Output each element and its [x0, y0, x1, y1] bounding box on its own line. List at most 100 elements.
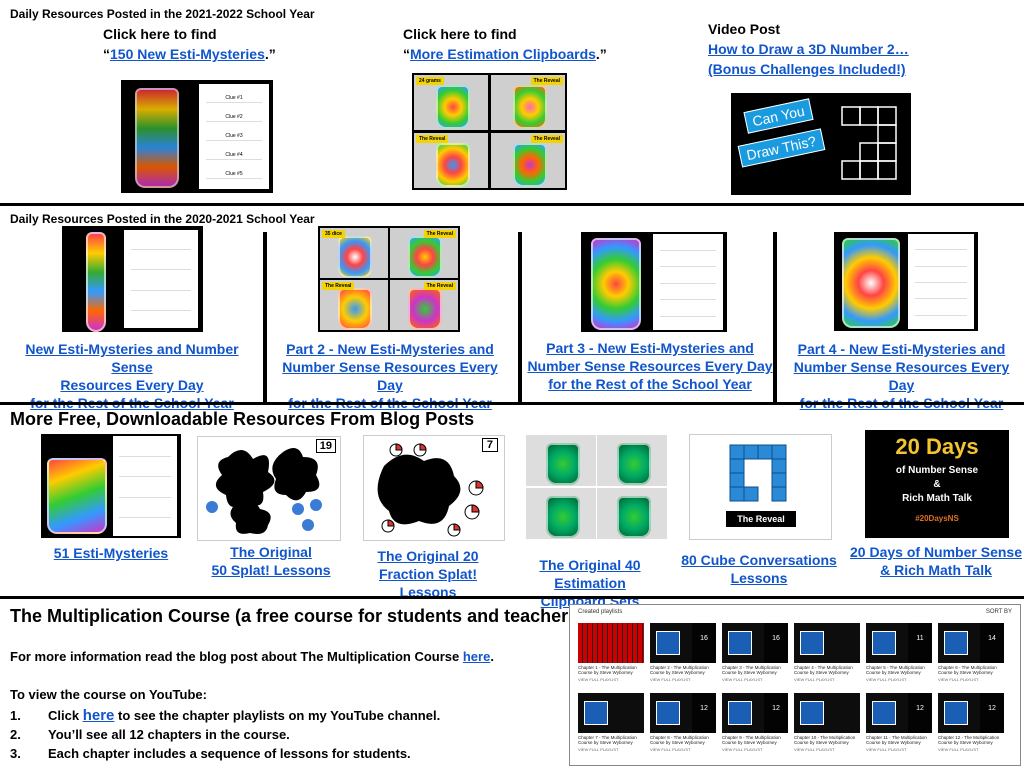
playlist-card[interactable]: Chapter 10 - The Multiplication Course b… [794, 693, 860, 755]
youtube-playlists-link[interactable]: here [82, 707, 115, 724]
estimation-clipboard-thumbnail[interactable]: 24 grams The Reveal The Reveal The Revea… [412, 73, 567, 190]
playlist-title[interactable]: Chapter 9 - The Multiplication Course by… [722, 735, 781, 745]
view-full-playlist-link[interactable]: VIEW FULL PLAYLIST [938, 747, 979, 752]
playlist-title[interactable]: Chapter 5 - The Multiplication Course by… [866, 665, 925, 675]
cube-conversations-link[interactable]: 80 Cube Conversations Lessons [680, 551, 838, 587]
playlist-thumbnail[interactable]: 16 [722, 623, 788, 663]
link-line[interactable]: Part 2 - New Esti-Mysteries and [286, 341, 494, 357]
view-full-playlist-link[interactable]: VIEW FULL PLAYLIST [794, 677, 835, 682]
esti-mysteries-promo: Click here to find “150 New Esti-Mysteri… [103, 24, 276, 64]
link-line[interactable]: The Original 20 [377, 548, 479, 564]
youtube-playlists-screenshot[interactable]: Created playlists SORT BY Chapter 1 - Th… [569, 604, 1021, 766]
playlist-title[interactable]: Chapter 3 - The Multiplication Course by… [722, 665, 781, 675]
link-line[interactable]: Number Sense Resources Every Day [793, 359, 1010, 393]
playlist-title[interactable]: Chapter 6 - The Multiplication Course by… [938, 665, 997, 675]
link-line[interactable]: The Original 40 Estimation [539, 557, 641, 591]
view-full-playlist-link[interactable]: VIEW FULL PLAYLIST [938, 677, 979, 682]
course-info-text: For more information read the blog post … [10, 649, 494, 664]
esti-mystery-part1-thumbnail[interactable] [62, 226, 203, 332]
playlist-thumbnail[interactable] [794, 693, 860, 733]
playlist-thumbnail[interactable] [578, 623, 644, 663]
esti-mystery-part3-thumbnail[interactable] [581, 232, 727, 332]
esti-mystery-part2-thumbnail[interactable]: 35 dice The Reveal The Reveal The Reveal [318, 226, 460, 332]
50-splat-thumbnail[interactable]: 19 [197, 436, 341, 541]
link-line[interactable]: New Esti-Mysteries and Number Sense [25, 341, 239, 375]
view-full-playlist-link[interactable]: VIEW FULL PLAYLIST [578, 747, 619, 752]
column-divider [518, 232, 522, 402]
link-line[interactable]: The Original [230, 544, 312, 560]
draw-3d-number-thumbnail[interactable]: Can You Draw This? [731, 93, 911, 195]
view-full-playlist-link[interactable]: VIEW FULL PLAYLIST [578, 677, 619, 682]
playlist-card[interactable]: Chapter 7 - The Multiplication Course by… [578, 693, 644, 755]
playlist-title[interactable]: Chapter 2 - The Multiplication Course by… [650, 665, 709, 675]
link-150-esti-mysteries[interactable]: 150 New Esti-Mysteries [110, 46, 265, 62]
esti-mystery-part4-thumbnail[interactable] [834, 232, 978, 331]
view-full-playlist-link[interactable]: VIEW FULL PLAYLIST [650, 747, 691, 752]
view-full-playlist-link[interactable]: VIEW FULL PLAYLIST [722, 747, 763, 752]
link-line[interactable]: Lessons [730, 570, 788, 586]
esti-mystery-thumbnail[interactable]: Clue #1 Clue #2 Clue #3 Clue #4 Clue #5 [121, 80, 273, 193]
playlist-thumbnail[interactable]: 12 [938, 693, 1004, 733]
20-days-number-sense-link[interactable]: 20 Days of Number Sense & Rich Math Talk [848, 543, 1024, 579]
link-line[interactable]: Part 4 - New Esti-Mysteries and [797, 341, 1006, 357]
20-days-number-sense-thumbnail[interactable]: 20 Days of Number Sense & Rich Math Talk… [865, 430, 1009, 538]
51-esti-mysteries-link[interactable]: 51 Esti-Mysteries [30, 544, 192, 562]
link-line[interactable]: 20 Days of Number Sense [850, 544, 1022, 560]
cube-conversations-thumbnail[interactable]: The Reveal [689, 434, 832, 540]
link-draw-3d-number[interactable]: How to Draw a 3D Number 2… [708, 41, 909, 57]
link-line[interactable]: & Rich Math Talk [880, 562, 992, 578]
sort-by-button[interactable]: SORT BY [985, 609, 1012, 615]
50-splat-lessons-link[interactable]: The Original 50 Splat! Lessons [200, 543, 342, 579]
playlist-thumbnail[interactable] [578, 693, 644, 733]
course-blog-post-link[interactable]: here [462, 649, 491, 664]
51-esti-mysteries-thumbnail[interactable] [41, 434, 181, 538]
view-full-playlist-link[interactable]: VIEW FULL PLAYLIST [866, 677, 907, 682]
view-full-playlist-link[interactable]: VIEW FULL PLAYLIST [866, 747, 907, 752]
40-estimation-clipboards-thumbnail[interactable] [525, 434, 668, 540]
playlist-title[interactable]: Chapter 12 - The Multiplication Course b… [938, 735, 1000, 745]
playlist-card[interactable]: Chapter 1 - The Multiplication Course by… [578, 623, 644, 685]
playlist-title[interactable]: Chapter 1 - The Multiplication Course by… [578, 665, 637, 675]
playlist-title[interactable]: Chapter 11 - The Multiplication Course b… [866, 735, 927, 745]
playlist-card[interactable]: Chapter 4 - The Multiplication Course by… [794, 623, 860, 685]
playlist-title[interactable]: Chapter 4 - The Multiplication Course by… [794, 665, 853, 675]
view-full-playlist-link[interactable]: VIEW FULL PLAYLIST [722, 677, 763, 682]
playlist-title[interactable]: Chapter 8 - The Multiplication Course by… [650, 735, 709, 745]
playlist-thumbnail[interactable] [794, 623, 860, 663]
playlist-title[interactable]: Chapter 7 - The Multiplication Course by… [578, 735, 637, 745]
playlist-thumbnail[interactable]: 12 [722, 693, 788, 733]
view-full-playlist-link[interactable]: VIEW FULL PLAYLIST [650, 677, 691, 682]
estimation-clipboard-sets-link[interactable]: The Original 40 Estimation Clipboard Set… [503, 556, 677, 610]
esti-mysteries-part2-link[interactable]: Part 2 - New Esti-Mysteries and Number S… [268, 340, 512, 412]
playlist-count: 12 [692, 693, 716, 733]
playlist-title[interactable]: Chapter 10 - The Multiplication Course b… [794, 735, 856, 745]
link-more-estimation-clipboards[interactable]: More Estimation Clipboards [410, 46, 596, 62]
playlist-thumbnail[interactable]: 16 [650, 623, 716, 663]
link-line[interactable]: Resources Every Day [60, 377, 204, 393]
link-bonus-challenges[interactable]: (Bonus Challenges Included!) [708, 61, 906, 77]
link-line[interactable]: 80 Cube Conversations [681, 552, 837, 568]
playlist-thumbnail[interactable]: 14 [938, 623, 1004, 663]
link-line[interactable]: Part 3 - New Esti-Mysteries and [546, 340, 754, 356]
link-line[interactable]: 50 Splat! Lessons [211, 562, 331, 578]
20-fraction-splat-thumbnail[interactable]: 7 [363, 435, 505, 541]
link-line[interactable]: Number Sense Resources Every Day [527, 358, 773, 374]
esti-mysteries-part3-link[interactable]: Part 3 - New Esti-Mysteries and Number S… [525, 339, 775, 393]
days-sub-line: & [933, 479, 941, 490]
playlist-thumbnail[interactable]: 12 [866, 693, 932, 733]
link-line[interactable]: 51 Esti-Mysteries [53, 545, 169, 561]
playlist-thumbnail[interactable]: 11 [866, 623, 932, 663]
link-line[interactable]: Number Sense Resources Every Day [282, 359, 498, 393]
view-full-playlist-link[interactable]: VIEW FULL PLAYLIST [794, 747, 835, 752]
fraction-splat-lessons-link[interactable]: The Original 20 Fraction Splat! Lessons [352, 547, 504, 601]
link-line[interactable]: for the Rest of the School Year [548, 376, 752, 392]
playlist-thumbnail[interactable]: 12 [650, 693, 716, 733]
